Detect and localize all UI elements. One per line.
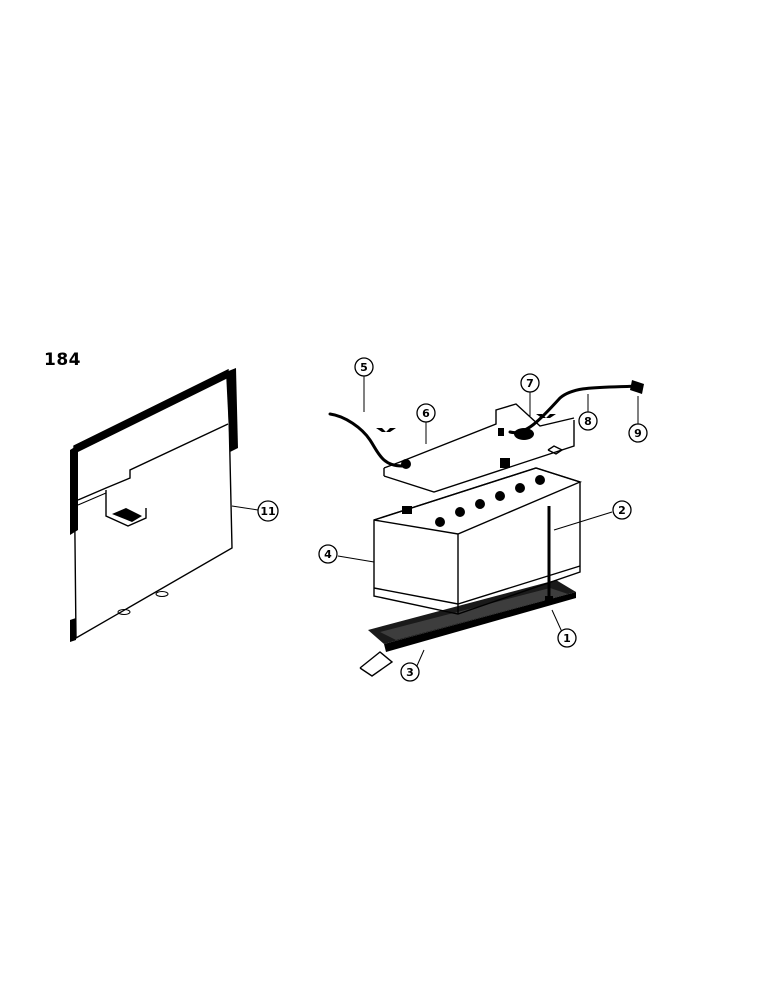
- frame-clamp: [547, 445, 564, 455]
- negative-cable: [328, 412, 404, 468]
- callout-3: 3: [400, 662, 420, 682]
- battery-tray: [359, 580, 576, 677]
- frame-top-rail: [383, 403, 575, 469]
- battery-shield-panel: [70, 368, 238, 642]
- shield-slot-1: [117, 609, 131, 615]
- shield-bracket-clip: [112, 508, 142, 522]
- cell-cap-2: [455, 507, 465, 517]
- callout-label-1: 1: [563, 632, 571, 645]
- callout-8: 8: [578, 411, 598, 431]
- leader-4: [337, 555, 375, 563]
- callout-label-6: 6: [422, 407, 430, 420]
- hold-down-rod: [545, 506, 553, 604]
- cable-end-terminal: [630, 380, 644, 394]
- tray-lip: [384, 592, 576, 652]
- cell-cap-1: [435, 517, 445, 527]
- battery-cables: [328, 380, 644, 469]
- shield-slot-2: [155, 591, 169, 597]
- leader-1: [551, 609, 563, 633]
- callout-11: 11: [257, 500, 279, 522]
- cell-cap-3: [475, 499, 485, 509]
- battery-top: [373, 467, 583, 535]
- negative-cable-clamp: [401, 459, 411, 469]
- callout-1: 1: [557, 628, 577, 648]
- callout-label-2: 2: [618, 504, 626, 517]
- shield-fold-line: [77, 423, 229, 501]
- shield-right-flange: [226, 368, 238, 452]
- shield-fold-shadow: [77, 492, 107, 506]
- callout-4: 4: [318, 544, 338, 564]
- frame-bottom-rail: [383, 420, 575, 493]
- leader-2: [553, 511, 613, 531]
- hold-down-frame: [383, 403, 575, 493]
- callout-label-11: 11: [260, 505, 275, 518]
- cell-cap-6: [535, 475, 545, 485]
- shield-bracket: [105, 490, 147, 527]
- wing-nut-1: [376, 428, 396, 432]
- cell-cap-5: [515, 483, 525, 493]
- leader-11: [231, 505, 259, 511]
- hold-down-rod-nut: [545, 596, 553, 604]
- callout-7: 7: [520, 373, 540, 393]
- battery: [373, 458, 583, 615]
- callout-label-7: 7: [526, 377, 534, 390]
- leader-lines: [231, 376, 639, 669]
- callout-5: 5: [354, 357, 374, 377]
- callout-2: 2: [612, 500, 632, 520]
- battery-terminal-right: [500, 458, 510, 468]
- page-number: 184: [44, 350, 81, 370]
- callout-label-3: 3: [406, 666, 414, 679]
- battery-terminal-left: [402, 506, 412, 514]
- callout-6: 6: [416, 403, 436, 423]
- wing-nut-2: [536, 414, 556, 418]
- cell-cap-4: [495, 491, 505, 501]
- leader-3: [415, 649, 425, 669]
- tray-bracket: [359, 651, 394, 677]
- battery-band: [373, 565, 581, 605]
- callout-label-8: 8: [584, 415, 592, 428]
- positive-cable-clamp: [514, 428, 534, 440]
- shield-bottom-tab: [70, 618, 76, 642]
- cable-lug: [498, 428, 504, 436]
- tray-floor: [380, 588, 568, 640]
- callout-label-9: 9: [634, 427, 642, 440]
- shield-top-edge: [74, 370, 228, 452]
- callout-label-4: 4: [324, 548, 332, 561]
- callout-9: 9: [628, 423, 648, 443]
- battery-cell-caps: [402, 458, 545, 527]
- positive-cable: [508, 384, 638, 435]
- callout-label-5: 5: [360, 361, 368, 374]
